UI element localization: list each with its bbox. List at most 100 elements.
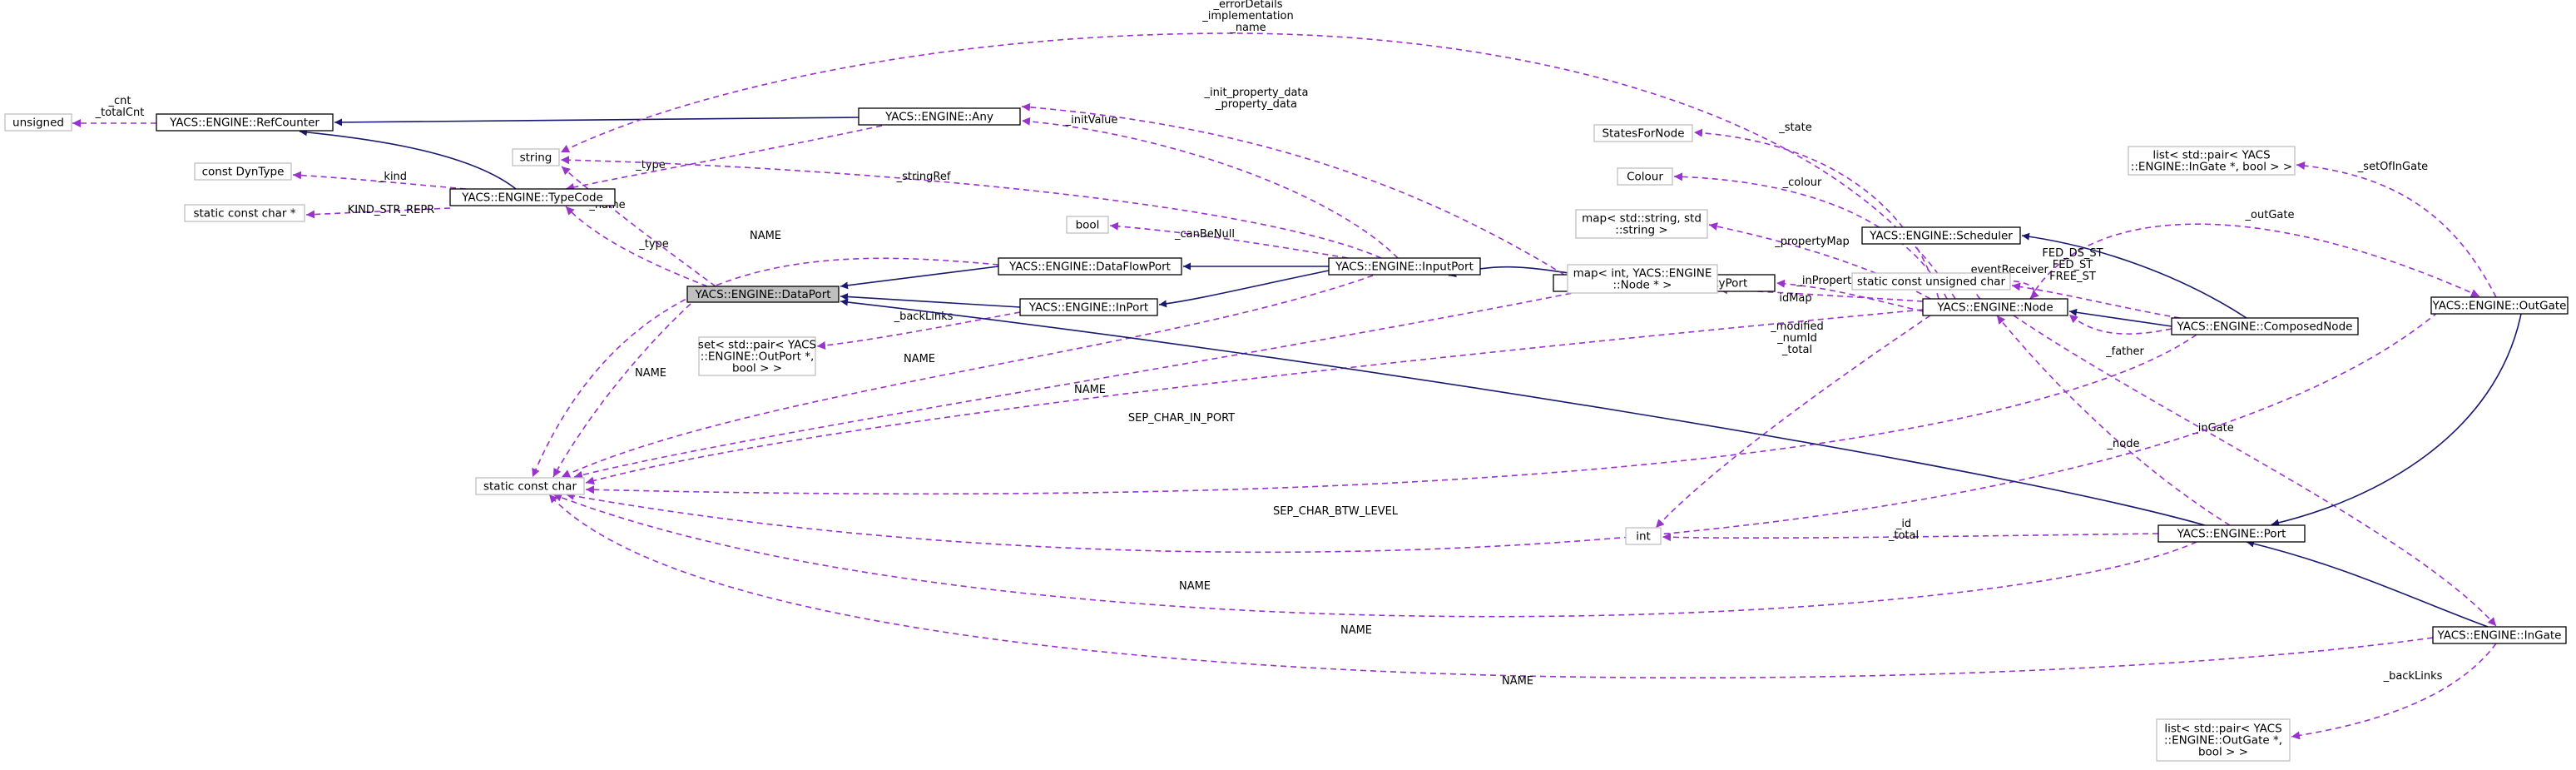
node-label: Colour: [1627, 171, 1663, 184]
node-ref-counter[interactable]: YACS::ENGINE::RefCounter: [156, 113, 334, 132]
inheritance-edge: [840, 266, 999, 290]
edge-path: [2246, 539, 2489, 628]
edge-label: NAME: [750, 230, 781, 242]
edge-label: _colour: [1782, 176, 1822, 189]
node-box: [2430, 296, 2569, 315]
node-static-const-char-ptr: static const char *: [184, 204, 305, 222]
node-label: ::ENGINE::InGate *, bool > >: [2131, 161, 2292, 174]
usage-edge: _cnt_totalCnt: [72, 95, 156, 127]
edge-path: [532, 257, 999, 478]
edge-label: _numId: [1776, 332, 1817, 345]
edge-label: NAME: [1502, 675, 1533, 688]
inheritance-edge: [2068, 308, 2172, 327]
edge-label: FREE_ST: [2049, 271, 2096, 283]
node-set-pair: set< std::pair< YACS::ENGINE::OutPort *,…: [698, 336, 816, 376]
edge-label: _node: [2107, 438, 2140, 450]
usage-edge: NAME: [532, 230, 999, 478]
node-colour: Colour: [1617, 167, 1673, 186]
usage-edge: _errorDetails_implementation_name: [560, 0, 1956, 300]
node-box: [2171, 317, 2359, 335]
node-label: bool > >: [732, 362, 782, 375]
node-node[interactable]: YACS::ENGINE::Node: [1922, 298, 2068, 316]
node-label: ::Node * >: [1613, 279, 1672, 292]
node-composed-node[interactable]: YACS::ENGINE::ComposedNode: [2171, 317, 2359, 335]
edge-label: NAME: [904, 353, 935, 365]
edge-path: [334, 117, 859, 127]
node-label: YACS::ENGINE::Scheduler: [1869, 230, 2013, 243]
edge-path: [840, 266, 999, 290]
edge-label: _initValue: [1065, 114, 1118, 127]
node-unsigned: unsigned: [4, 113, 72, 132]
edge-path: [565, 206, 708, 287]
inheritance-edge: [840, 293, 1021, 308]
node-out-gate[interactable]: YACS::ENGINE::OutGate: [2430, 296, 2569, 315]
edge-label: _outGate: [2245, 209, 2295, 221]
edge-path: [1109, 221, 1349, 259]
usage-edge: _id_total: [1662, 518, 2159, 542]
node-label: YACS::ENGINE::Port: [2177, 528, 2286, 541]
usage-edge: NAME: [552, 303, 691, 478]
usage-edge: _state: [1693, 122, 1939, 300]
usage-edge: _initValue: [1021, 114, 1399, 259]
node-label: StatesForNode: [1602, 127, 1684, 141]
node-in-gate[interactable]: YACS::ENGINE::InGate: [2432, 626, 2567, 644]
usage-edge: _modified_numId_total: [1655, 315, 1931, 529]
edge-label: _backLinks: [2383, 670, 2443, 683]
node-box: [1593, 124, 1693, 142]
usage-edge: _backLinks: [2291, 643, 2497, 740]
node-in-port[interactable]: YACS::ENGINE::InPort: [1019, 298, 1158, 316]
node-list-in-gate: list< std::pair< YACS::ENGINE::InGate *,…: [2128, 146, 2296, 176]
node-box: [475, 477, 585, 495]
edge-path: [840, 298, 2206, 526]
node-label: YACS::ENGINE::RefCounter: [169, 117, 320, 130]
edge-path: [1693, 128, 1939, 300]
edge-path: [1718, 286, 1924, 302]
usage-edge: _backLinks: [816, 310, 1021, 350]
node-label: static const unsigned char: [1857, 276, 2006, 289]
node-type-code[interactable]: YACS::ENGINE::TypeCode: [449, 188, 616, 206]
edge-label: NAME: [1074, 384, 1106, 396]
usage-edge: _init_property_data_property_data: [1021, 87, 1565, 276]
node-label: int: [1636, 530, 1651, 544]
node-data-port[interactable]: YACS::ENGINE::DataPort: [686, 286, 840, 303]
usage-edge: NAME: [548, 494, 2434, 688]
node-box: [156, 113, 334, 132]
edge-label: _stringRef: [896, 171, 951, 183]
node-scheduler[interactable]: YACS::ENGINE::Scheduler: [1861, 226, 2021, 245]
node-data-flow-port[interactable]: YACS::ENGINE::DataFlowPort: [998, 257, 1182, 276]
node-label: unsigned: [12, 117, 64, 130]
node-label: const DynType: [202, 166, 285, 179]
node-box: [1617, 167, 1673, 186]
node-string: string: [512, 148, 560, 166]
edge-path: [565, 125, 883, 191]
edge-label: _init_property_data: [1204, 87, 1309, 99]
node-any[interactable]: YACS::ENGINE::Any: [858, 107, 1021, 126]
node-label: YACS::ENGINE::InGate: [2437, 629, 2562, 643]
usage-edge: _type: [565, 125, 883, 191]
usage-edge: _canBeNull: [1109, 221, 1349, 259]
node-label: YACS::ENGINE::Any: [884, 111, 993, 124]
node-box: [1922, 298, 2068, 316]
edge-path: [573, 291, 1582, 479]
edge-path: [305, 207, 451, 219]
edge-label: _setOfInGate: [2357, 161, 2428, 173]
node-map-string: map< std::string, std::string >: [1575, 209, 1708, 239]
edge-label: _backLinks: [894, 310, 954, 323]
node-label: static const char: [483, 480, 577, 494]
usage-edge: NAME: [565, 311, 2439, 593]
edge-label: _inGate: [2192, 422, 2234, 435]
edge-label: _state: [1778, 122, 1811, 134]
node-input-port[interactable]: YACS::ENGINE::InputPort: [1328, 257, 1481, 276]
edge-path: [585, 334, 2197, 495]
edge-path: [2068, 314, 2172, 335]
inheritance-edge: [299, 128, 517, 190]
node-label: map< int, YACS::ENGINE: [1573, 267, 1712, 281]
edge-label: _property_data: [1215, 98, 1297, 111]
edge-path: [299, 128, 517, 190]
edge-path: [1996, 315, 2231, 526]
node-port[interactable]: YACS::ENGINE::Port: [2157, 524, 2306, 543]
edge-label: FED_ST: [2053, 259, 2093, 271]
node-box: [1861, 226, 2021, 245]
inheritance-edge: [840, 298, 2206, 526]
edge-label: KIND_STR_REPR: [348, 204, 434, 216]
